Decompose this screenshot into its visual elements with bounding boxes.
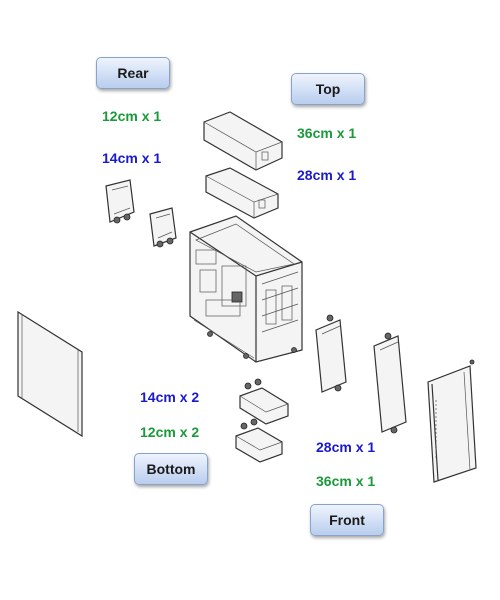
rear-radiator-140 xyxy=(149,207,177,248)
top-radiator-280 xyxy=(205,167,279,219)
spec-top-28cm: 28cm x 1 xyxy=(297,167,357,183)
label-front: Front xyxy=(310,504,384,536)
spec-bottom-12cm: 12cm x 2 xyxy=(140,424,200,440)
top-radiator-360 xyxy=(203,111,283,171)
rear-radiator-120 xyxy=(105,179,135,224)
spec-rear-12cm: 12cm x 1 xyxy=(102,108,162,124)
label-top: Top xyxy=(291,73,365,105)
label-bottom: Bottom xyxy=(134,453,208,485)
left-side-panel xyxy=(17,310,83,438)
case-chassis xyxy=(189,215,303,363)
spec-front-28cm: 28cm x 1 xyxy=(316,439,376,455)
front-radiator-280 xyxy=(315,314,347,393)
spec-rear-14cm: 14cm x 1 xyxy=(102,150,162,166)
bottom-radiator-140 xyxy=(239,378,289,425)
label-rear: Rear xyxy=(96,57,170,89)
spec-top-36cm: 36cm x 1 xyxy=(297,125,357,141)
bottom-radiator-120 xyxy=(235,418,283,463)
front-radiator-360 xyxy=(373,332,407,434)
spec-front-36cm: 36cm x 1 xyxy=(316,473,376,489)
front-panel xyxy=(427,359,477,483)
spec-bottom-14cm: 14cm x 2 xyxy=(140,389,200,405)
